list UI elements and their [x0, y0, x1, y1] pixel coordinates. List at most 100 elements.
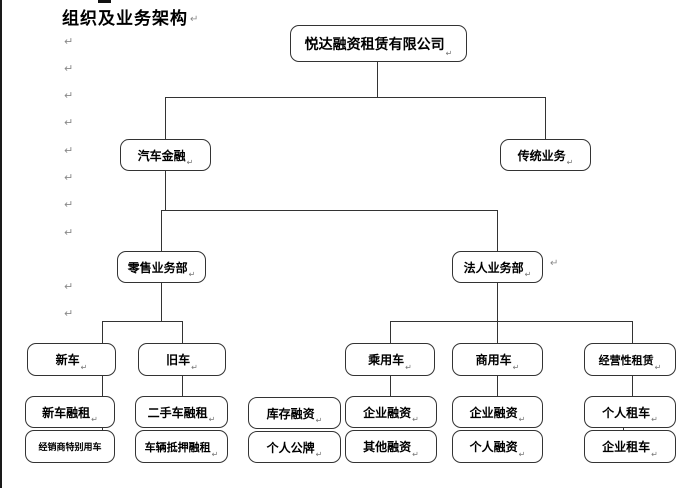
org-node-traditional-business[interactable]: 传统业务↵ — [500, 139, 591, 171]
paragraph-mark: ↵ — [651, 450, 658, 459]
org-node-label: 汽车金融 — [137, 148, 186, 163]
connector-line — [390, 321, 391, 343]
org-node-label: 经营性租赁 — [598, 353, 654, 367]
org-node-label: 企业融资 — [363, 405, 412, 420]
org-node-personal-car-rental[interactable]: 个人租车↵ — [584, 396, 676, 428]
org-node-label: 个人公牌 — [266, 440, 315, 455]
org-node-label: 其他融资 — [363, 440, 412, 454]
connector-line — [497, 283, 498, 343]
connector-line — [390, 376, 391, 396]
paragraph-mark: ↵ — [651, 415, 658, 424]
paragraph-mark: ↵ — [64, 171, 74, 184]
page-title: 组织及业务架构↵ — [62, 4, 199, 29]
org-node-enterprise-financing-commercial[interactable]: 企业融资↵ — [452, 396, 543, 428]
org-node-operating-lease[interactable]: 经营性租赁↵ — [584, 343, 676, 376]
connector-line — [165, 171, 166, 211]
connector-line — [182, 321, 183, 343]
paragraph-mark: ↵ — [208, 415, 216, 424]
connector-line — [161, 210, 162, 251]
paragraph-mark: ↵ — [211, 450, 219, 459]
connector-line — [632, 376, 633, 396]
connector-line — [377, 62, 378, 97]
org-node-label: 库存融资 — [266, 406, 315, 421]
org-node-label: 企业租车 — [602, 440, 651, 454]
paragraph-mark: ↵ — [64, 280, 74, 293]
connector-line — [632, 321, 633, 343]
org-node-inventory-financing[interactable]: 库存融资↵ — [248, 397, 341, 429]
connector-line — [102, 321, 103, 343]
connector-line — [161, 283, 162, 322]
connector-line — [497, 210, 498, 251]
org-node-label: 零售业务部 — [127, 260, 188, 275]
org-node-corporate-business-dept[interactable]: 法人业务部↵ — [452, 251, 543, 283]
paragraph-mark: ↵ — [654, 363, 662, 372]
paragraph-mark: ↵ — [412, 450, 419, 459]
connector-line — [102, 428, 103, 431]
paragraph-mark: ↵ — [64, 116, 74, 129]
org-node-commercial-vehicle[interactable]: 商用车↵ — [452, 343, 543, 376]
org-node-new-car[interactable]: 新车↵ — [27, 343, 116, 376]
paragraph-mark: ↵ — [518, 450, 526, 459]
org-node-enterprise-financing-passenger[interactable]: 企业融资↵ — [345, 396, 437, 428]
org-node-label: 车辆抵押融租 — [144, 440, 211, 454]
paragraph-mark: ↵ — [64, 226, 74, 239]
org-node-vehicle-mortgage-finance-lease[interactable]: 车辆抵押融租↵ — [135, 430, 228, 463]
org-node-auto-finance[interactable]: 汽车金融↵ — [120, 139, 211, 171]
org-node-root[interactable]: 悦达融资租赁有限公司↵ — [290, 25, 467, 62]
org-node-label: 企业融资 — [469, 405, 518, 420]
org-node-label: 个人租车 — [602, 405, 651, 420]
paragraph-mark: ↵ — [566, 158, 574, 167]
org-node-used-car-finance-lease[interactable]: 二手车融租↵ — [135, 396, 228, 428]
connector-line — [545, 97, 546, 139]
paragraph-mark: ↵ — [186, 158, 194, 167]
org-node-label: 个人融资 — [469, 440, 518, 454]
paragraph-mark: ↵ — [64, 144, 74, 157]
org-node-label: 乘用车 — [368, 353, 405, 367]
org-node-other-financing[interactable]: 其他融资↵ — [345, 430, 437, 463]
connector-line — [390, 321, 633, 322]
connector-line — [161, 210, 498, 211]
paragraph-mark: ↵ — [524, 270, 532, 279]
paragraph-mark: ↵ — [64, 89, 74, 102]
connector-line — [102, 321, 183, 322]
org-node-enterprise-car-rental[interactable]: 企业租车↵ — [584, 430, 676, 463]
org-node-personal-financing[interactable]: 个人融资↵ — [452, 430, 543, 463]
org-node-label: 法人业务部 — [463, 260, 524, 275]
paragraph-mark: ↵ — [412, 415, 419, 424]
paragraph-mark: ↵ — [64, 62, 74, 75]
paragraph-mark: ↵ — [190, 14, 200, 25]
org-node-label: 旧车 — [166, 353, 191, 367]
org-node-label: 传统业务 — [517, 148, 566, 163]
paragraph-mark: ↵ — [64, 307, 74, 320]
org-node-personal-public-plate[interactable]: 个人公牌↵ — [248, 431, 341, 463]
paragraph-mark: ↵ — [64, 35, 74, 48]
paragraph-mark: ↵ — [64, 198, 74, 211]
page-title-text: 组织及业务架构 — [62, 9, 188, 29]
org-node-old-car[interactable]: 旧车↵ — [138, 343, 226, 376]
org-node-retail-business-dept[interactable]: 零售业务部↵ — [117, 251, 206, 283]
paragraph-mark: ↵ — [550, 258, 559, 269]
org-node-label: 商用车 — [475, 353, 512, 367]
connector-line — [165, 97, 546, 98]
paragraph-mark: ↵ — [315, 416, 323, 425]
connector-line — [623, 428, 624, 431]
org-node-dealer-special-vehicle[interactable]: 经销商特别用车 — [25, 430, 115, 463]
connector-line — [497, 376, 498, 396]
paragraph-mark: ↵ — [445, 49, 453, 58]
org-node-passenger-vehicle[interactable]: 乘用车↵ — [345, 343, 435, 376]
org-node-label: 二手车融租 — [147, 405, 208, 420]
connector-line — [165, 97, 166, 139]
paragraph-mark: ↵ — [80, 363, 88, 372]
org-node-label: 新车融租 — [42, 405, 91, 420]
org-node-new-car-finance-lease[interactable]: 新车融租↵ — [25, 396, 115, 428]
paragraph-mark: ↵ — [315, 450, 323, 459]
text-boundary-corner-mark — [98, 0, 111, 3]
org-node-label: 新车 — [55, 353, 80, 367]
connector-line — [102, 376, 103, 396]
paragraph-mark: ↵ — [191, 363, 198, 372]
connector-line — [182, 376, 183, 396]
org-node-label: 经销商特别用车 — [38, 443, 102, 453]
paragraph-mark: ↵ — [91, 415, 98, 424]
paragraph-mark: ↵ — [512, 363, 520, 372]
